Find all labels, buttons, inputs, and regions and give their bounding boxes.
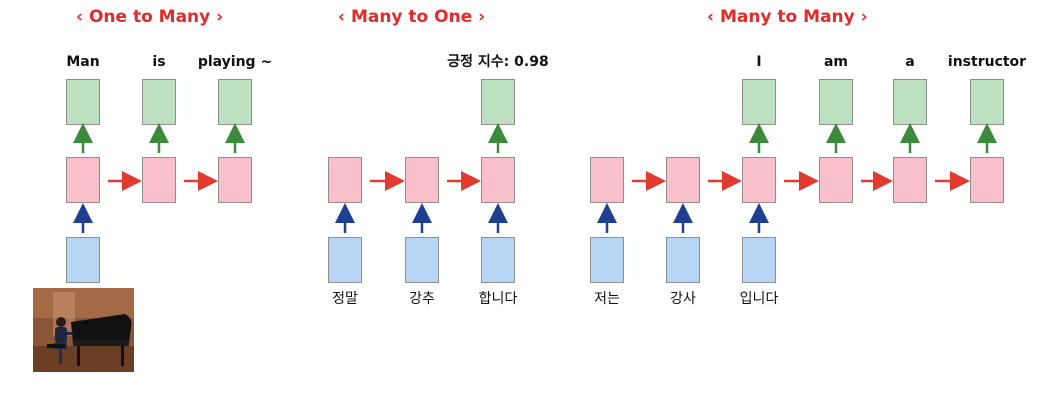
hidden-state-box (666, 157, 700, 203)
output-word-i: I (756, 54, 762, 70)
hidden-state-box (819, 157, 853, 203)
output-word-is: is (152, 54, 166, 70)
chevron-left-icon: ‹ (338, 7, 351, 27)
hidden-state-box (405, 157, 439, 203)
piano-player-illustration (33, 288, 134, 372)
hidden-state-box (66, 157, 100, 203)
input-box (590, 237, 624, 283)
output-word-instructor: instructor (947, 54, 1027, 70)
chevron-right-icon: › (854, 7, 868, 27)
piano-player-photo (33, 288, 134, 372)
title-many-to-many: ‹ Many to Many › (707, 7, 868, 27)
input-word: 정말 (332, 291, 358, 307)
output-sentiment-score: 긍정 지수: 0.98 (447, 54, 549, 70)
output-box (481, 79, 515, 125)
input-word: 입니다 (739, 291, 779, 307)
output-box (66, 79, 100, 125)
input-box (328, 237, 362, 283)
hidden-state-box (893, 157, 927, 203)
hidden-state-box (970, 157, 1004, 203)
hidden-state-box (481, 157, 515, 203)
output-word-man: Man (66, 54, 100, 70)
title-one-to-many: ‹ One to Many › (76, 7, 224, 27)
input-word: 합니다 (478, 291, 518, 307)
chevron-right-icon: › (210, 7, 224, 27)
hidden-state-box (590, 157, 624, 203)
input-box (666, 237, 700, 283)
output-word-am: am (823, 54, 849, 70)
input-word: 저는 (594, 291, 620, 307)
input-box (66, 237, 100, 283)
input-box (742, 237, 776, 283)
title-many-to-one: ‹ Many to One › (338, 7, 486, 27)
hidden-state-box (742, 157, 776, 203)
input-box (481, 237, 515, 283)
input-word: 강사 (670, 291, 696, 307)
hidden-state-box (328, 157, 362, 203)
hidden-state-box (142, 157, 176, 203)
output-word-a: a (905, 54, 915, 70)
input-box (405, 237, 439, 283)
input-word: 강추 (409, 291, 435, 307)
chevron-left-icon: ‹ (707, 7, 720, 27)
chevron-left-icon: ‹ (76, 7, 89, 27)
output-box (970, 79, 1004, 125)
output-word-playing: playing ~ (197, 54, 273, 70)
output-box (742, 79, 776, 125)
chevron-right-icon: › (472, 7, 486, 27)
hidden-state-box (218, 157, 252, 203)
output-box (819, 79, 853, 125)
output-box (893, 79, 927, 125)
